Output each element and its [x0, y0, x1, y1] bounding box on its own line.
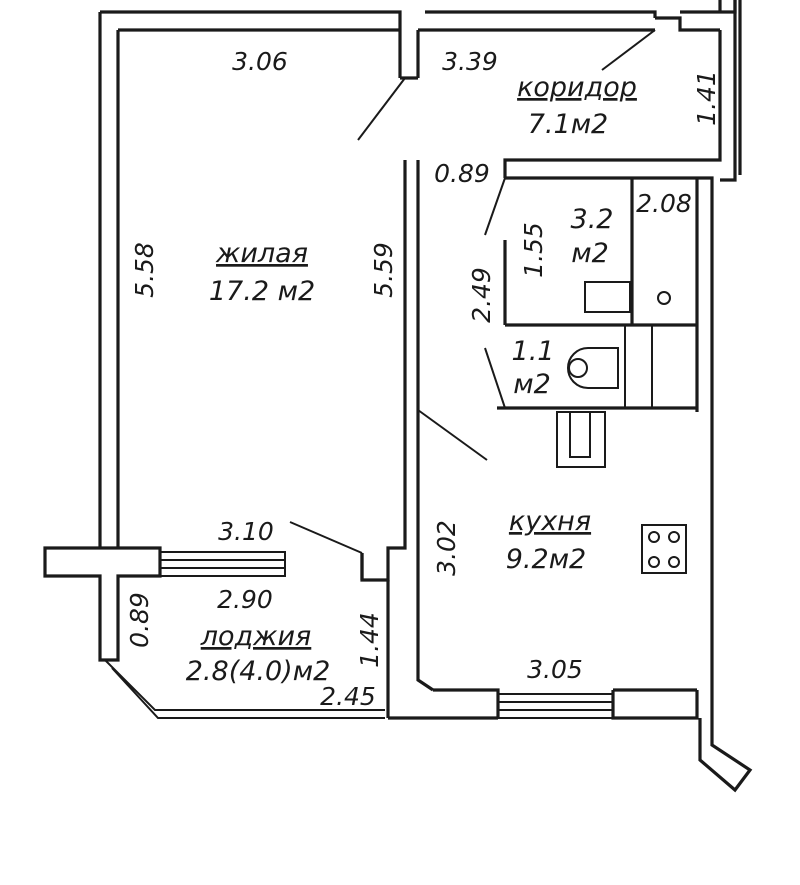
living-room-area: 17.2 м2: [209, 276, 315, 307]
kitchen-sink-icon: [556, 411, 606, 468]
kitchen-area: 9.2м2: [506, 544, 587, 575]
door-loggia: [289, 521, 363, 554]
dim-corridor-side: 1.41: [692, 70, 721, 126]
drain-icon: [657, 291, 671, 305]
dim-corridor-top: 3.39: [442, 47, 498, 76]
door-living: [357, 77, 406, 141]
window-living: [159, 551, 286, 577]
dim-loggia-right: 1.44: [355, 612, 384, 668]
dim-kitchen-bottom: 3.05: [527, 655, 583, 684]
room-labels: жилая 17.2 м2 коридор 7.1м2 3.2 м2 1.1 м…: [186, 72, 637, 687]
wc-area-number: 1.1: [512, 336, 555, 367]
loggia-name: лоджия: [200, 621, 312, 652]
door-wc: [484, 347, 506, 409]
door-bath: [484, 177, 506, 236]
dimension-labels: 3.06 3.39 1.41 5.58 5.59 0.89 2.08 1.55 …: [125, 47, 721, 711]
kitchen-name: кухня: [509, 506, 591, 537]
dim-bath-right: 2.08: [636, 189, 692, 218]
dim-living-left: 5.58: [130, 242, 159, 298]
wall-bath-inner: [497, 178, 697, 410]
dim-loggia-bottom: 2.45: [320, 682, 376, 711]
corridor-area: 7.1м2: [528, 109, 609, 140]
door-corridor: [601, 29, 656, 71]
toilet-icon: [567, 347, 619, 389]
wc-area-unit: м2: [513, 369, 551, 400]
dim-living-right: 5.59: [369, 242, 398, 298]
sink-icon: [584, 281, 631, 313]
bath-area-number: 3.2: [571, 204, 614, 235]
wall-loggia: [360, 553, 390, 718]
bath-area-unit: м2: [571, 238, 609, 269]
wall-corridor-right: [503, 0, 742, 182]
wall-loggia-glazing: [104, 659, 385, 719]
fixtures: [556, 281, 698, 574]
loggia-area: 2.8(4.0)м2: [186, 656, 331, 687]
dim-living-top: 3.06: [232, 47, 288, 76]
dim-loggia-top: 2.90: [217, 585, 273, 614]
wall-top-strip: [100, 0, 737, 20]
dim-kitchen-left: 3.02: [432, 520, 461, 576]
wall-kitchen: [388, 688, 753, 793]
windows: [159, 551, 614, 719]
window-kitchen: [497, 693, 614, 719]
walls: [43, 0, 753, 793]
dim-bath-side: 2.49: [467, 267, 496, 323]
wc-tank: [651, 324, 698, 409]
living-room-name: жилая: [215, 238, 308, 269]
stove-icon: [641, 524, 687, 574]
dim-loggia-left: 0.89: [125, 592, 154, 648]
wall-center: [360, 160, 434, 692]
corridor-name: коридор: [517, 72, 637, 103]
door-kitchen: [417, 409, 488, 461]
dim-living-bottom: 3.10: [218, 517, 274, 546]
dim-bath-inner: 1.55: [519, 222, 548, 278]
wall-living: [98, 12, 720, 548]
doors: [289, 29, 656, 554]
dim-door-top: 0.89: [434, 159, 490, 188]
